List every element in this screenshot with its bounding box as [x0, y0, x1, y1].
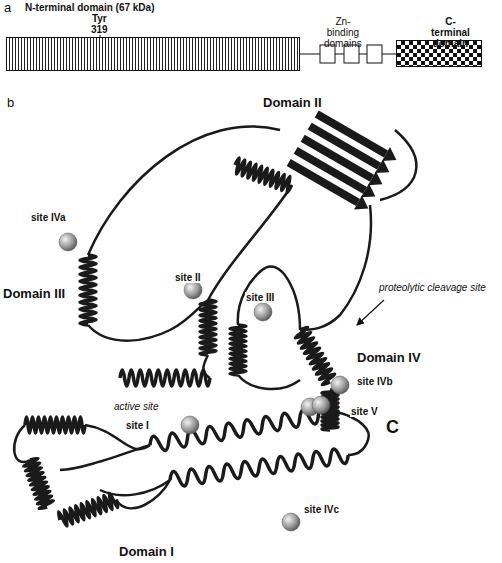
domain-label: b — [6, 96, 15, 110]
domain-label: Domain IV — [356, 351, 422, 365]
domain-heading: N-terminal domain (67 kDa) — [25, 2, 154, 13]
site-label: site II — [174, 272, 202, 283]
site-label: active site — [113, 401, 159, 412]
site-label: site III — [245, 292, 275, 303]
domain-label: Domain I — [118, 545, 175, 559]
coil-loops — [14, 127, 416, 509]
domain-label: a — [3, 1, 12, 15]
domain-bar: N-terminal domain (67 kDa) — [6, 37, 300, 71]
site-label: proteolytic cleavage site — [378, 282, 487, 293]
cleavage-arrow — [357, 300, 384, 325]
domain-label: Domain III — [2, 287, 66, 301]
site-label: site IVa — [30, 212, 66, 223]
domain-label: Domain II — [262, 96, 323, 110]
site-label: site IVb — [356, 376, 394, 387]
metal-spheres — [59, 233, 349, 531]
site-label: Tyr 319 — [90, 13, 109, 35]
alpha-helices — [22, 157, 349, 527]
site-label: site I — [125, 420, 150, 431]
site-label: site IVc — [303, 504, 340, 515]
domain-box: C-terminal domain — [396, 40, 482, 67]
site-label: site V — [350, 406, 379, 417]
domain-label: C — [385, 418, 400, 438]
site-label: Zn-binding domains — [323, 16, 363, 49]
beta-sheet — [285, 107, 401, 215]
domain-heading: C-terminal domain — [431, 16, 470, 49]
